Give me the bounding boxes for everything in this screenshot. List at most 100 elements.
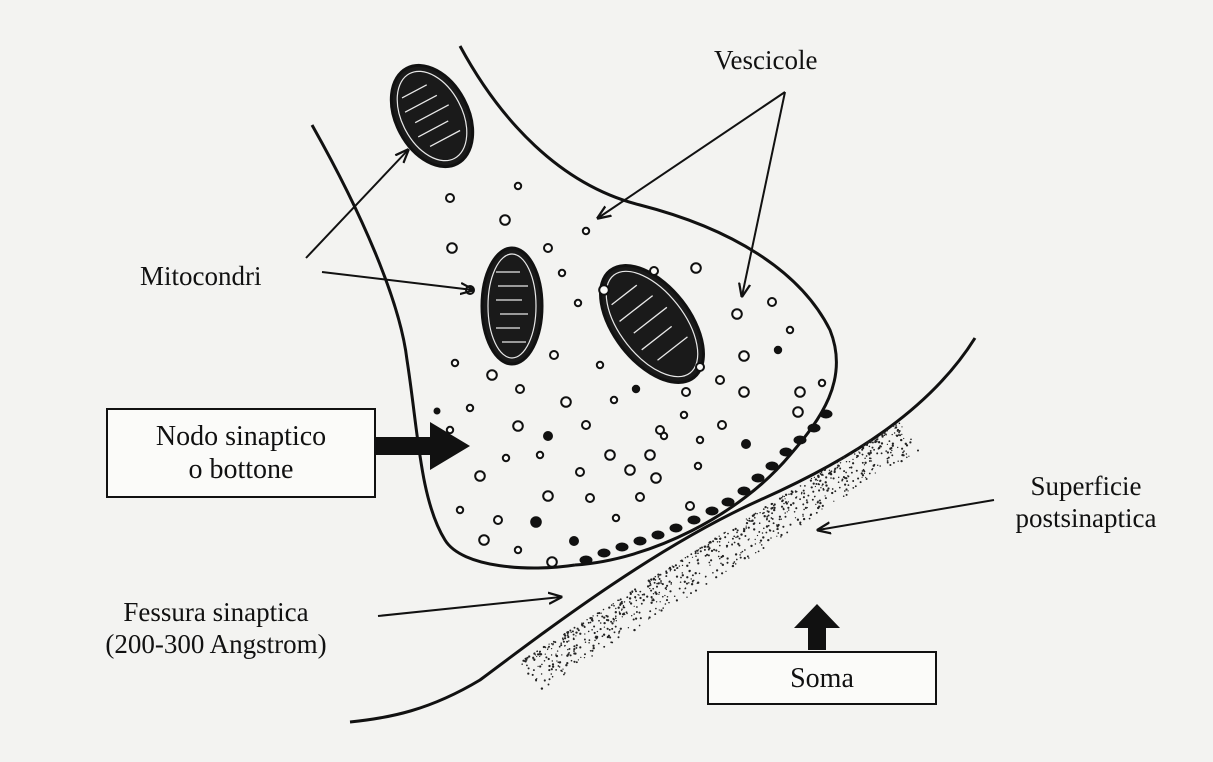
vesicle bbox=[686, 502, 694, 510]
vesicle bbox=[500, 215, 510, 225]
vesicle bbox=[795, 387, 805, 397]
vesicle bbox=[544, 244, 552, 252]
vesicle bbox=[586, 494, 594, 502]
vesicle bbox=[611, 397, 617, 403]
vesicle bbox=[543, 491, 553, 501]
dense-projection bbox=[634, 537, 647, 546]
vesicle bbox=[633, 386, 639, 392]
active-zone bbox=[580, 410, 833, 565]
vesicle bbox=[570, 537, 578, 545]
mitochondrion-middle bbox=[482, 248, 542, 364]
vesicle bbox=[513, 421, 523, 431]
vesicle bbox=[452, 360, 458, 366]
fessura-line-1: Fessura sinaptica bbox=[66, 596, 366, 628]
nodo-line-1: Nodo sinaptico bbox=[156, 420, 326, 453]
vesicle bbox=[691, 263, 701, 273]
dense-projection bbox=[580, 556, 593, 565]
dense-projection bbox=[808, 424, 821, 433]
vesicle bbox=[742, 440, 750, 448]
vesicle bbox=[605, 450, 615, 460]
vesicle bbox=[645, 450, 655, 460]
dense-projection bbox=[670, 524, 683, 533]
vesicle bbox=[613, 515, 619, 521]
vesicle bbox=[651, 473, 661, 483]
dense-projection bbox=[616, 543, 629, 552]
arrow-vescicole-2 bbox=[742, 92, 785, 296]
vesicle bbox=[716, 376, 724, 384]
dense-projection bbox=[688, 516, 701, 525]
vesicle bbox=[768, 298, 776, 306]
vesicle bbox=[576, 468, 584, 476]
vesicle bbox=[550, 351, 558, 359]
arrow-vescicole-1 bbox=[598, 92, 785, 218]
vesicle bbox=[515, 547, 521, 553]
bold-arrow-nodo bbox=[376, 422, 470, 470]
vesicle bbox=[457, 507, 463, 513]
vesicle bbox=[494, 516, 502, 524]
vesicle bbox=[656, 426, 664, 434]
vesicle bbox=[561, 397, 571, 407]
arrow-superficie bbox=[818, 500, 994, 530]
vesicle bbox=[787, 327, 793, 333]
vesicle bbox=[575, 300, 581, 306]
dense-projection bbox=[652, 531, 665, 540]
vesicle bbox=[793, 407, 803, 417]
label-mitocondri: Mitocondri bbox=[140, 260, 262, 292]
vesicle bbox=[515, 183, 521, 189]
vesicle bbox=[487, 370, 497, 380]
axon-left-membrane bbox=[312, 125, 575, 568]
vesicle bbox=[467, 405, 473, 411]
vesicle bbox=[516, 385, 524, 393]
vesicle bbox=[697, 437, 703, 443]
vesicle bbox=[739, 351, 749, 361]
fessura-line-2: (200-300 Angstrom) bbox=[66, 628, 366, 660]
synaptic-vesicles bbox=[446, 183, 825, 567]
dense-projection bbox=[752, 474, 765, 483]
vesicle bbox=[479, 535, 489, 545]
dense-projection bbox=[738, 487, 751, 496]
vesicle bbox=[775, 347, 781, 353]
mitochondrion-top bbox=[375, 51, 489, 180]
vesicle bbox=[650, 267, 658, 275]
vesicle bbox=[446, 194, 454, 202]
superficie-line-2: postsinaptica bbox=[996, 502, 1176, 534]
vesicle bbox=[544, 432, 552, 440]
vesicle bbox=[447, 243, 457, 253]
vesicle bbox=[732, 309, 742, 319]
bold-arrow-soma bbox=[794, 604, 840, 650]
superficie-line-1: Superficie bbox=[996, 470, 1176, 502]
postsynaptic-density-stipple bbox=[521, 423, 919, 690]
dense-projection bbox=[820, 410, 833, 419]
soma-label: Soma bbox=[790, 662, 854, 695]
vesicle bbox=[625, 465, 635, 475]
label-fessura: Fessura sinaptica (200-300 Angstrom) bbox=[66, 596, 366, 660]
dense-projection bbox=[794, 436, 807, 445]
vesicle bbox=[531, 517, 541, 527]
dense-projection bbox=[706, 507, 719, 516]
label-vescicole: Vescicole bbox=[714, 44, 817, 76]
vesicle bbox=[682, 388, 690, 396]
vesicle bbox=[739, 387, 749, 397]
vesicle bbox=[636, 493, 644, 501]
vesicle bbox=[547, 557, 557, 567]
dense-projection bbox=[766, 462, 779, 471]
vesicle bbox=[475, 471, 485, 481]
vesicle bbox=[447, 427, 453, 433]
dense-projection bbox=[722, 498, 735, 507]
nodo-line-2: o bottone bbox=[189, 453, 294, 486]
arrow-mitocondri-1 bbox=[306, 150, 408, 258]
vesicle bbox=[537, 452, 543, 458]
vesicle bbox=[583, 228, 589, 234]
label-superficie: Superficie postsinaptica bbox=[996, 470, 1176, 534]
vesicle bbox=[695, 463, 701, 469]
dense-projection bbox=[598, 549, 611, 558]
vesicle bbox=[597, 362, 603, 368]
vesicle bbox=[559, 270, 565, 276]
vesicle bbox=[718, 421, 726, 429]
vesicle bbox=[696, 363, 704, 371]
box-soma: Soma bbox=[707, 651, 937, 705]
arrow-mitocondri-2 bbox=[322, 272, 473, 290]
stray-dot bbox=[434, 408, 441, 415]
vesicle bbox=[681, 412, 687, 418]
box-nodo-sinaptico: Nodo sinaptico o bottone bbox=[106, 408, 376, 498]
